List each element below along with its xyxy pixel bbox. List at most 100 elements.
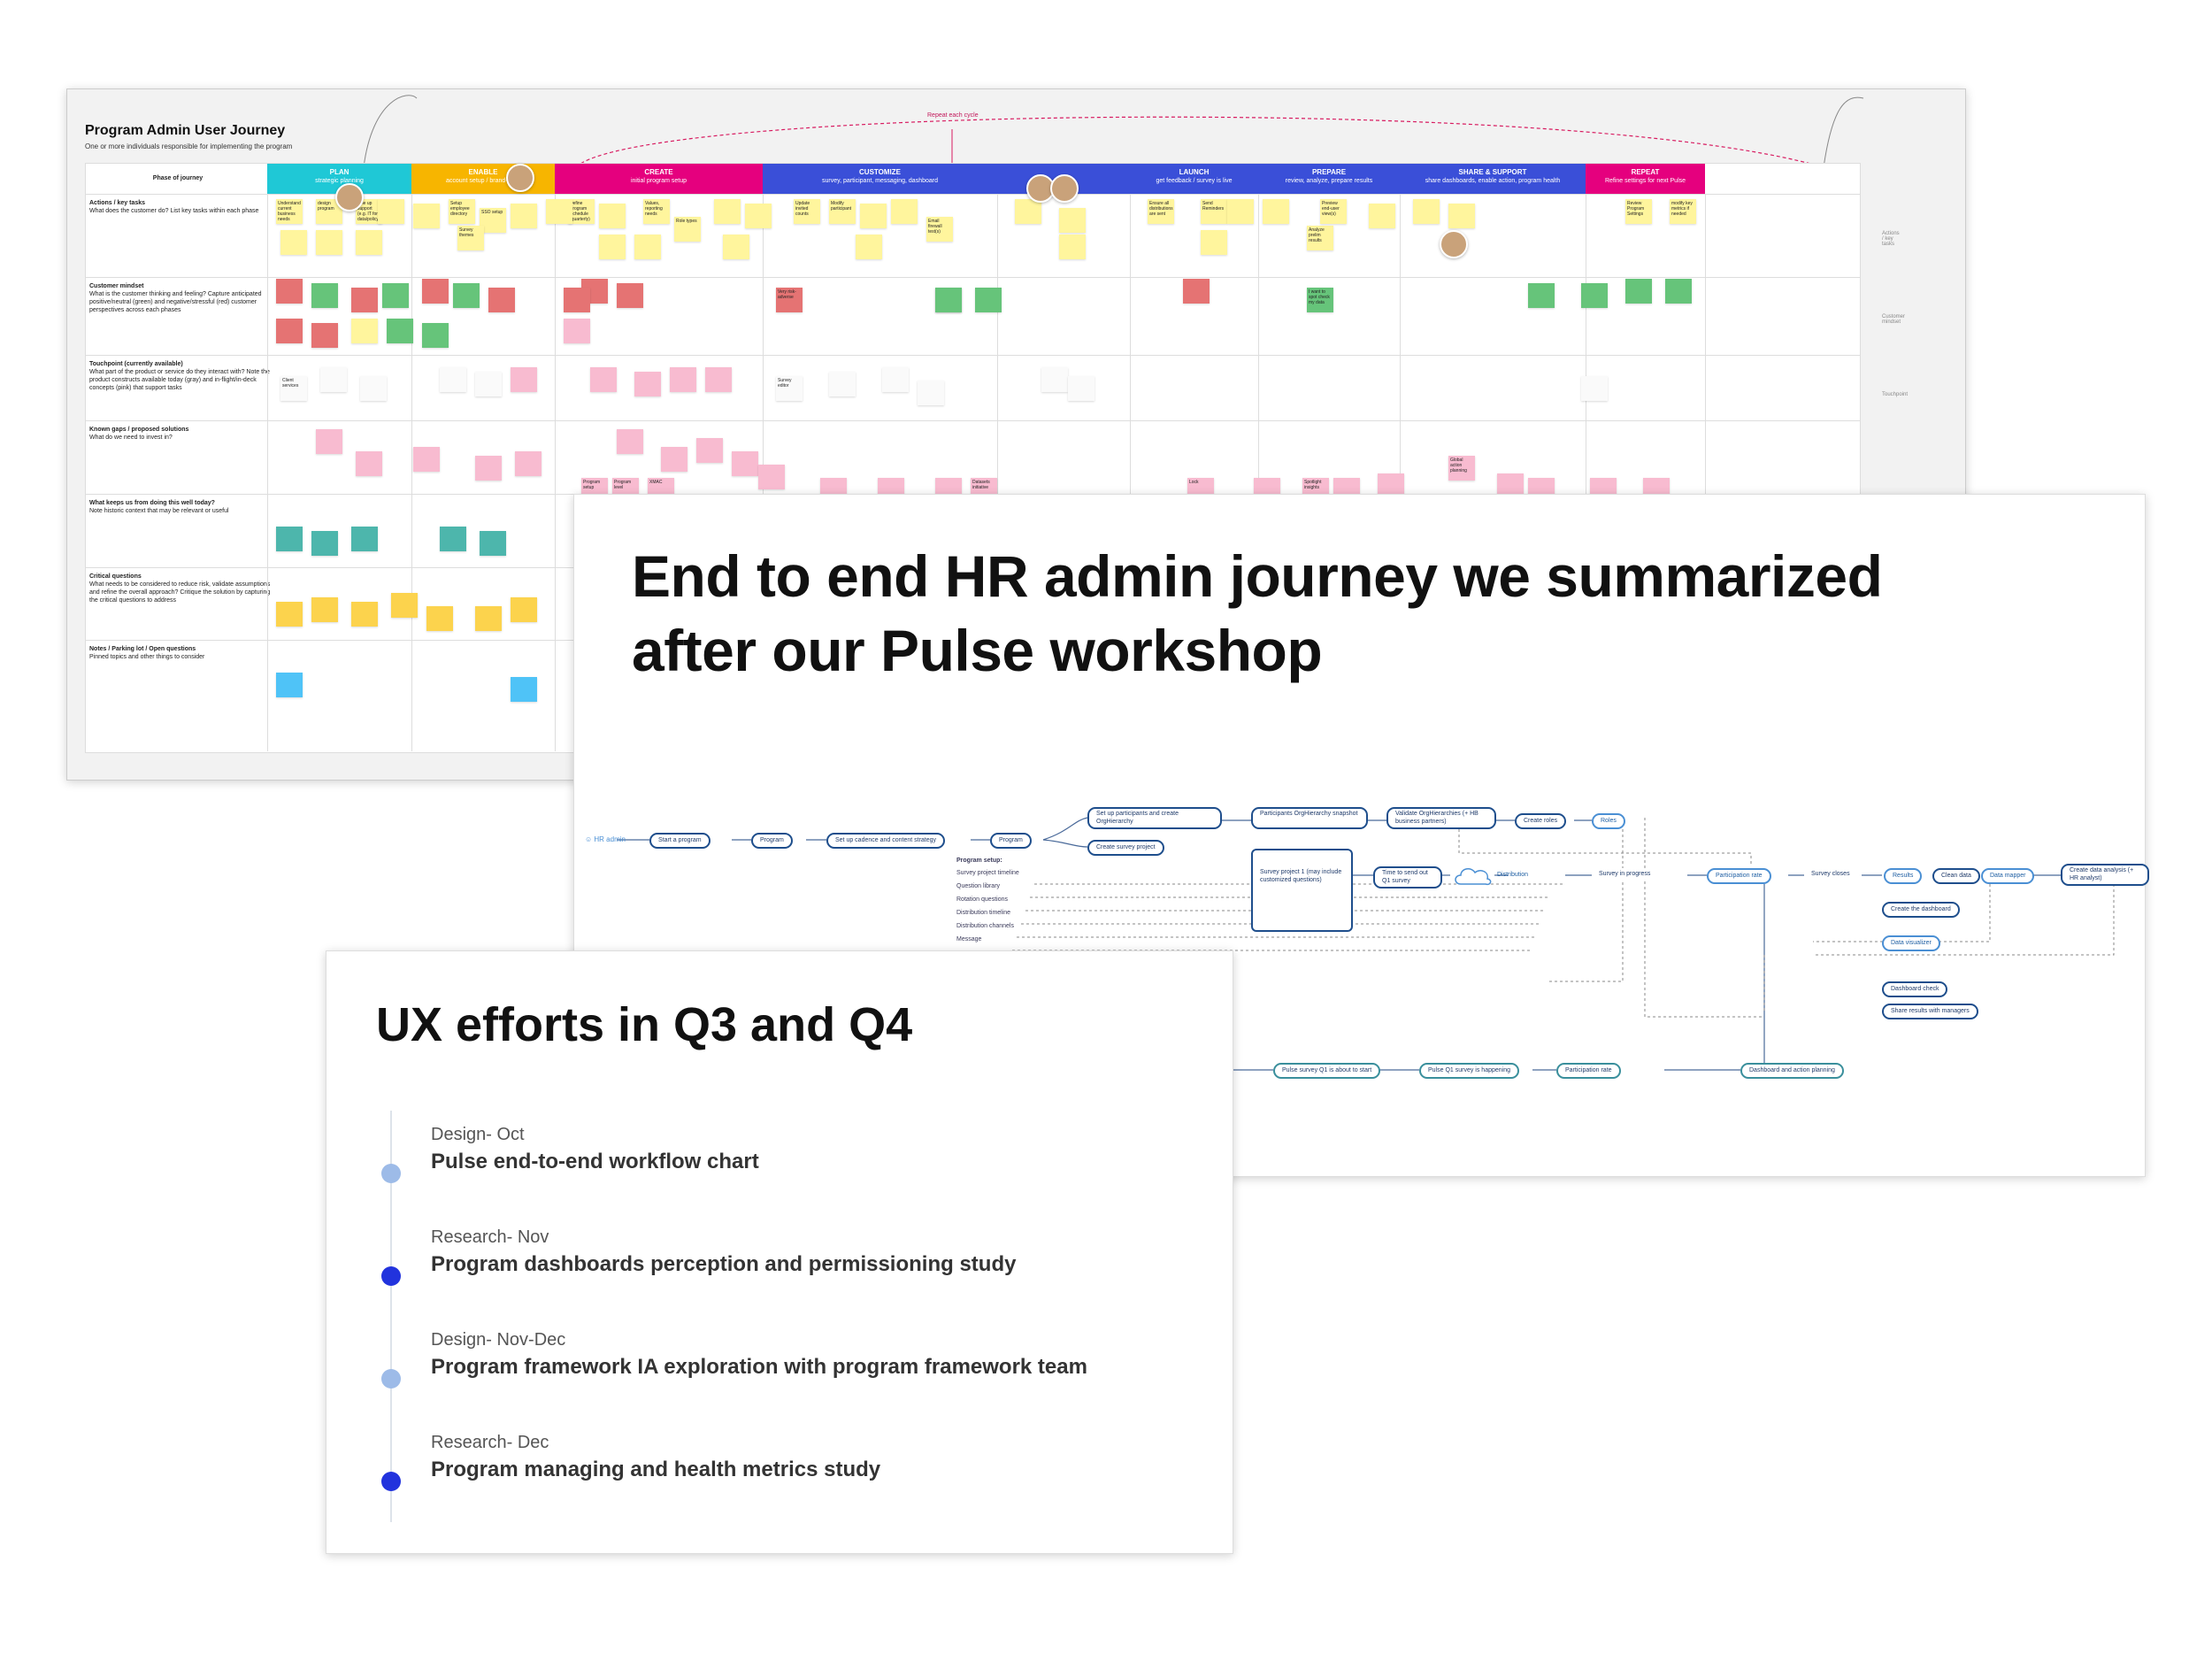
sticky-note[interactable]: [546, 199, 572, 224]
sticky-note[interactable]: [426, 606, 453, 631]
sticky-note[interactable]: [705, 367, 732, 392]
sticky-note[interactable]: [511, 367, 537, 392]
node-survey-progress[interactable]: Survey in progress: [1592, 868, 1658, 881]
sticky-note[interactable]: [935, 288, 962, 312]
node-participants-snapshot[interactable]: Participants OrgHierarchy snapshot: [1251, 807, 1368, 829]
sticky-note[interactable]: Survey themes: [457, 226, 484, 250]
sticky-note[interactable]: [564, 319, 590, 343]
sticky-note[interactable]: [475, 372, 502, 396]
sticky-note[interactable]: [661, 447, 687, 472]
sticky-note[interactable]: [356, 451, 382, 476]
sticky-note[interactable]: [670, 367, 696, 392]
sticky-note[interactable]: [475, 606, 502, 631]
sticky-note[interactable]: [1665, 279, 1692, 304]
sticky-note[interactable]: [1059, 208, 1086, 233]
node-validate[interactable]: Validate OrgHierarchies (+ HB business p…: [1386, 807, 1496, 829]
sticky-note[interactable]: [1448, 204, 1475, 228]
sticky-note[interactable]: [387, 319, 413, 343]
sticky-note[interactable]: [1369, 204, 1395, 228]
sticky-note[interactable]: [311, 283, 338, 308]
sticky-note[interactable]: [758, 465, 785, 489]
sticky-note[interactable]: [422, 323, 449, 348]
node-results[interactable]: Results: [1884, 868, 1923, 884]
sticky-note[interactable]: [1041, 367, 1068, 392]
sticky-note[interactable]: [1625, 279, 1652, 304]
sticky-note[interactable]: Values, reporting needs: [643, 199, 670, 224]
node-distribution[interactable]: Distribution: [1497, 872, 1529, 878]
node-program-2[interactable]: Program: [990, 833, 1032, 849]
sticky-note[interactable]: [316, 230, 342, 255]
node-start-program[interactable]: Start a program: [649, 833, 710, 849]
node-dashboard-action[interactable]: Dashboard and action planning: [1740, 1063, 1844, 1079]
sticky-note[interactable]: [732, 451, 758, 476]
sticky-note[interactable]: [311, 531, 338, 556]
node-create-survey[interactable]: Create survey project: [1087, 840, 1164, 856]
sticky-note[interactable]: [599, 204, 626, 228]
node-pulse-happening[interactable]: Pulse Q1 survey is happening: [1419, 1063, 1519, 1079]
sticky-note[interactable]: [1068, 376, 1094, 401]
sticky-note[interactable]: Setup employee directory: [449, 199, 475, 224]
sticky-note[interactable]: [1227, 199, 1254, 224]
sticky-note[interactable]: [378, 199, 404, 224]
sticky-note[interactable]: [511, 597, 537, 622]
node-create-roles[interactable]: Create roles: [1515, 813, 1567, 829]
sticky-note[interactable]: [564, 288, 590, 312]
sticky-note[interactable]: [351, 288, 378, 312]
sticky-note[interactable]: [276, 673, 303, 697]
sticky-note[interactable]: [1059, 235, 1086, 259]
sticky-note[interactable]: [856, 235, 882, 259]
sticky-note[interactable]: [356, 230, 382, 255]
node-create-dashboard[interactable]: Create the dashboard: [1882, 902, 1960, 918]
node-roles[interactable]: Roles: [1592, 813, 1625, 829]
sticky-note[interactable]: Ensure all distributions are sent: [1148, 199, 1174, 224]
sticky-note[interactable]: [723, 235, 749, 259]
sticky-note[interactable]: [891, 199, 918, 224]
sticky-note[interactable]: SSO setup: [480, 208, 506, 233]
sticky-note[interactable]: [511, 204, 537, 228]
node-time-to-send[interactable]: Time to send out Q1 survey: [1373, 866, 1442, 889]
sticky-note[interactable]: Update invited counts: [794, 199, 820, 224]
sticky-note[interactable]: [975, 288, 1002, 312]
sticky-note[interactable]: [745, 204, 772, 228]
sticky-note[interactable]: [1201, 230, 1227, 255]
node-data-visualizer[interactable]: Data visualizer: [1882, 935, 1940, 951]
sticky-note[interactable]: [316, 429, 342, 454]
node-cadence[interactable]: Set up cadence and content strategy: [826, 833, 946, 849]
node-clean-data[interactable]: Clean data: [1932, 868, 1980, 884]
sticky-note[interactable]: [453, 283, 480, 308]
sticky-note[interactable]: Preview end-user view(s): [1320, 199, 1347, 224]
sticky-note[interactable]: [413, 204, 440, 228]
sticky-note[interactable]: [1581, 376, 1608, 401]
sticky-note[interactable]: [617, 429, 643, 454]
node-share-results[interactable]: Share results with managers: [1882, 1004, 1978, 1019]
sticky-note[interactable]: [280, 230, 307, 255]
sticky-note[interactable]: Survey editor: [776, 376, 803, 401]
sticky-note[interactable]: [511, 677, 537, 702]
sticky-note[interactable]: [440, 527, 466, 551]
sticky-note[interactable]: [634, 372, 661, 396]
sticky-note[interactable]: [422, 279, 449, 304]
node-survey-project[interactable]: Survey project 1 (may include customized…: [1251, 849, 1353, 932]
sticky-note[interactable]: Role types: [674, 217, 701, 242]
node-participation-rate-2[interactable]: Participation rate: [1556, 1063, 1621, 1079]
sticky-note[interactable]: [1413, 199, 1440, 224]
sticky-note[interactable]: modify key metrics if needed: [1670, 199, 1696, 224]
node-program[interactable]: Program: [751, 833, 793, 849]
sticky-note[interactable]: [382, 283, 409, 308]
sticky-note[interactable]: [391, 593, 418, 618]
sticky-note[interactable]: [696, 438, 723, 463]
node-data-mapper[interactable]: Data mapper: [1981, 868, 2035, 884]
sticky-note[interactable]: [1528, 283, 1555, 308]
sticky-note[interactable]: [320, 367, 347, 392]
sticky-note[interactable]: [860, 204, 887, 228]
node-survey-closes[interactable]: Survey closes: [1804, 868, 1857, 881]
sticky-note[interactable]: [515, 451, 541, 476]
sticky-note[interactable]: [311, 597, 338, 622]
node-pulse-start[interactable]: Pulse survey Q1 is about to start: [1273, 1063, 1381, 1079]
node-dashboard-check[interactable]: Dashboard check: [1882, 981, 1948, 997]
sticky-note[interactable]: Client services: [280, 376, 307, 401]
sticky-note[interactable]: [276, 319, 303, 343]
sticky-note[interactable]: [714, 199, 741, 224]
sticky-note[interactable]: Review Program Settings: [1625, 199, 1652, 224]
sticky-note[interactable]: [311, 323, 338, 348]
